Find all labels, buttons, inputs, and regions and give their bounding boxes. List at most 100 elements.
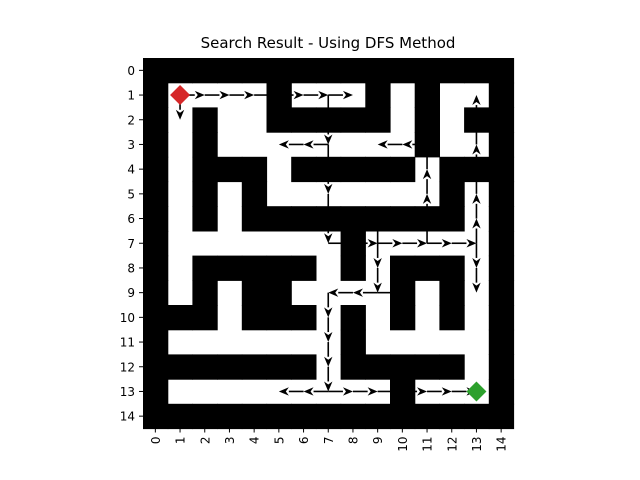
path-arrow [303,140,329,149]
wall-cell [488,58,515,84]
arrow-head [324,381,333,392]
arrow-head [342,387,353,396]
wall-cell [167,58,193,84]
path-arrow [373,267,382,293]
wall-cell [439,156,465,183]
wall-cell [217,156,243,183]
path-arrow [377,140,403,149]
path-arrow [472,119,481,145]
x-tick-label: 9 [371,437,385,445]
wall-cell [340,255,366,281]
wall-cell [291,354,317,380]
arrow-head [194,90,205,100]
wall-cell [365,107,391,133]
wall-cell [464,403,490,430]
path-arrow [472,169,481,194]
wall-cell [143,255,169,281]
wall-cell [192,403,218,430]
wall-cell [192,156,218,183]
arrow-head [472,95,481,106]
arrow-head [417,387,428,396]
arrow-head [324,332,333,343]
wall-cell [143,181,169,207]
y-tick-label: 0 [127,64,135,78]
path-arrow [328,288,353,297]
x-tick-label: 5 [272,437,286,445]
arrow-head [268,90,279,100]
wall-cell [266,280,292,306]
wall-cell [464,58,490,84]
path-arrow [422,95,432,120]
start-marker [170,85,191,106]
arrow-head [422,169,432,180]
wall-cell [167,354,193,380]
wall-cell [340,156,366,183]
arrow-head [175,109,185,120]
arrow-head [324,208,333,219]
path-arrow [472,144,481,170]
arrow-head [373,257,382,268]
path-arrow [402,239,428,248]
path-arrow [278,140,304,149]
path-arrow [278,90,304,100]
wall-cell [439,58,465,84]
path-arrow [303,90,329,100]
wall-cell [390,58,416,84]
wall-cell [488,329,515,355]
wall-cell [365,403,391,430]
wall-cell [241,280,268,306]
path-arrow [352,387,378,396]
wall-cell [291,305,317,331]
x-tick-label: 1 [174,437,188,445]
wall-cell [365,58,391,84]
y-tick-label: 5 [127,187,135,201]
wall-cell [217,354,243,380]
wall-cell [439,354,465,380]
wall-cell [488,107,515,133]
arrow-head [293,90,304,100]
wall-cell [192,280,218,306]
wall-cell [241,206,268,232]
wall-cell [340,206,366,232]
wall-cell [488,403,515,430]
arrow-head [324,134,333,145]
y-tick-label: 11 [120,336,135,350]
y-tick-label: 10 [120,311,135,325]
path-arrow [427,387,452,396]
wall-cell [241,181,268,207]
path-arrow [422,144,432,170]
wall-cell [266,255,292,281]
path-arrow [422,169,432,194]
path-arrow [324,218,333,244]
arrow-head [472,193,481,204]
path-arrow [278,387,304,396]
wall-cell [291,107,317,133]
wall-cell [315,403,342,430]
arrow-head [392,239,403,248]
arrow-head [472,282,481,293]
wall-cell [291,206,317,232]
arrow-head [324,159,333,170]
arrow-head [472,257,481,268]
x-tick-label: 13 [470,437,484,452]
path-arrow [377,239,403,248]
wall-cell [365,206,391,232]
wall-cell [365,156,391,183]
x-tick-label: 3 [223,437,237,445]
wall-cell [340,107,366,133]
wall-cell [143,280,169,306]
wall-cell [266,354,292,380]
arrow-head [342,90,353,100]
y-tick-label: 12 [120,360,135,374]
path-arrow [422,119,432,145]
wall-cell [192,206,218,232]
arrow-head [422,144,432,155]
wall-cell [143,403,169,430]
arrow-head [324,356,333,367]
wall-cell [291,403,317,430]
arrow-head [219,90,230,100]
path-arrow [324,342,333,367]
wall-cell [488,132,515,158]
